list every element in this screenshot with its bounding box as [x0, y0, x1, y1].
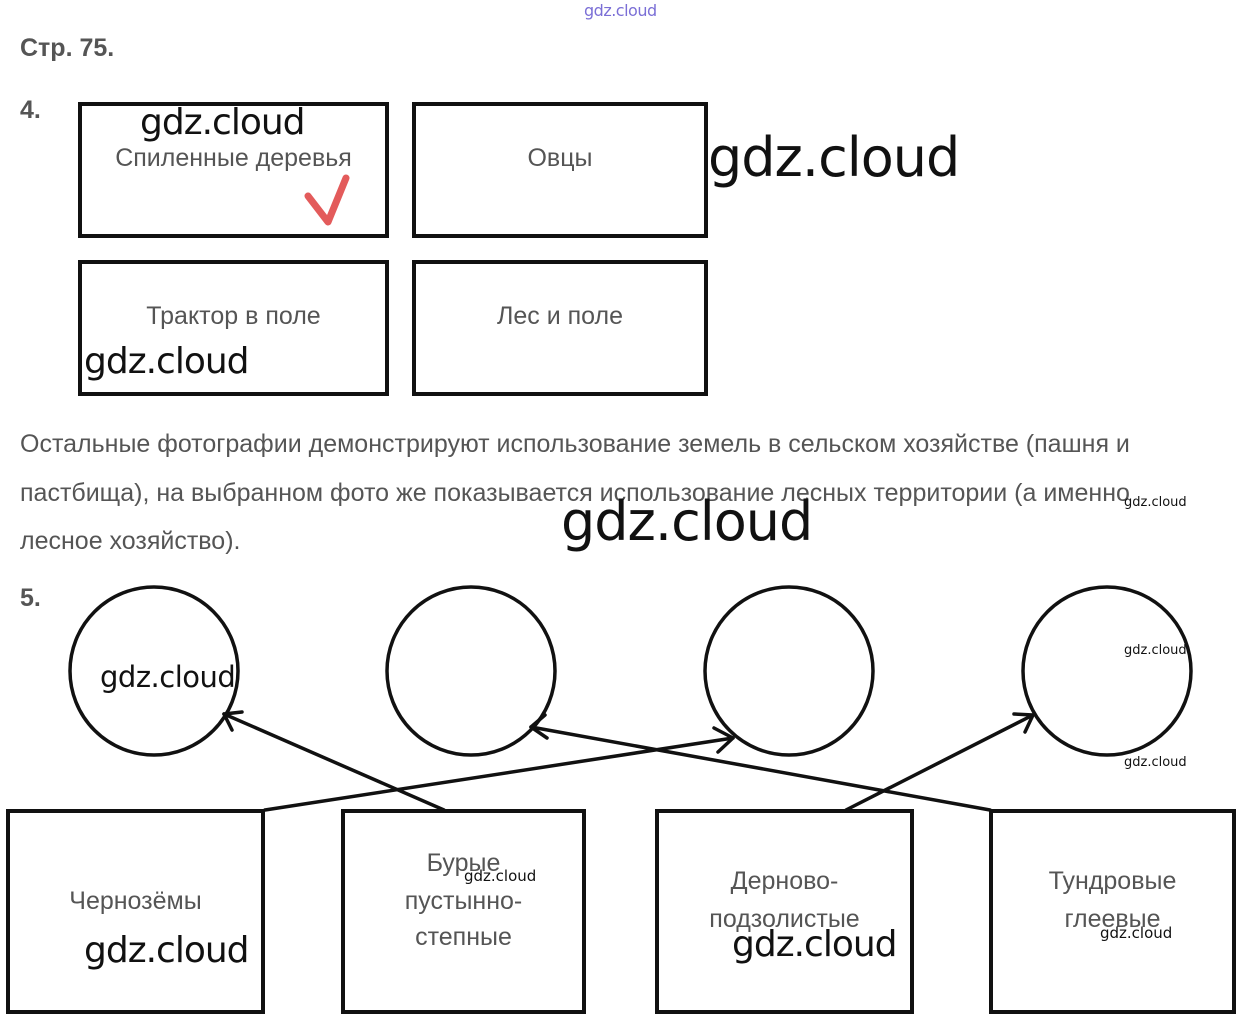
soil-label-line: пустынно-	[404, 887, 523, 915]
watermark: gdz.cloud	[1100, 924, 1173, 942]
watermark: gdz.cloud	[1124, 495, 1187, 510]
task-4-number: 4.	[20, 96, 41, 124]
photo-box-label: Лес и поле	[496, 302, 624, 330]
zone-circle-1	[68, 585, 240, 757]
photo-box-sheep[interactable]: Овцы	[412, 102, 708, 238]
photo-box-forest-field[interactable]: Лес и поле	[412, 260, 708, 396]
watermark: gdz.cloud	[732, 924, 898, 965]
explanation-text: Остальные фотографии демонстрируют испол…	[20, 430, 1130, 555]
soil-label-line: Тундровые	[1048, 867, 1177, 895]
arrow-tundra	[529, 725, 992, 812]
arrowhead-icon	[1012, 712, 1035, 734]
page-number-label: Стр. 75.	[20, 34, 115, 62]
soil-label-line: степные	[415, 923, 512, 951]
watermark: gdz.cloud	[708, 126, 960, 189]
arrowhead-icon	[529, 713, 549, 740]
watermark: gdz.cloud	[1124, 643, 1187, 658]
watermark: gdz.cloud	[140, 102, 306, 143]
zone-circle-3	[703, 585, 875, 757]
task-5-number: 5.	[20, 584, 41, 612]
soil-label: Чернозёмы	[69, 887, 202, 915]
arrowhead-icon	[222, 710, 244, 732]
soil-label-line: подзолистые	[709, 905, 860, 933]
photo-box-label: Трактор в поле	[146, 302, 321, 330]
watermark: gdz.cloud	[1124, 755, 1187, 770]
arrow-brown	[222, 712, 446, 812]
soil-box-sod-podzolic[interactable]: Дерново- подзолистые	[655, 809, 914, 1014]
photo-box-label: Спиленные деревья	[115, 144, 352, 172]
soil-label-line: глеевые	[1064, 905, 1161, 933]
zone-circle-2	[385, 585, 557, 757]
soil-box-tundra[interactable]: Тундровые глеевые	[989, 809, 1236, 1014]
watermark: gdz.cloud	[84, 930, 250, 971]
zone-circle-4	[1021, 585, 1193, 757]
soil-box-brown[interactable]: Бурые пустынно- степные	[341, 809, 586, 1014]
photo-box-tractor[interactable]: Трактор в поле	[78, 260, 389, 396]
watermark: gdz.cloud	[464, 867, 537, 885]
soil-label-line: Дерново-	[730, 867, 839, 895]
photo-box-label: Овцы	[527, 144, 593, 172]
checkmark-icon	[304, 174, 350, 226]
watermark: gdz.cloud	[84, 341, 250, 382]
watermark: gdz.cloud	[561, 490, 813, 553]
photo-box-cut-trees[interactable]: Спиленные деревья	[78, 102, 389, 238]
soil-box-chernozem[interactable]: Чернозёмы	[6, 809, 265, 1014]
watermark-top: gdz.cloud	[584, 1, 657, 20]
arrowhead-icon	[712, 726, 735, 754]
soil-label-line: Бурые	[426, 849, 501, 877]
arrow-sod-podzolic	[844, 713, 1035, 812]
watermark: gdz.cloud	[100, 660, 236, 694]
